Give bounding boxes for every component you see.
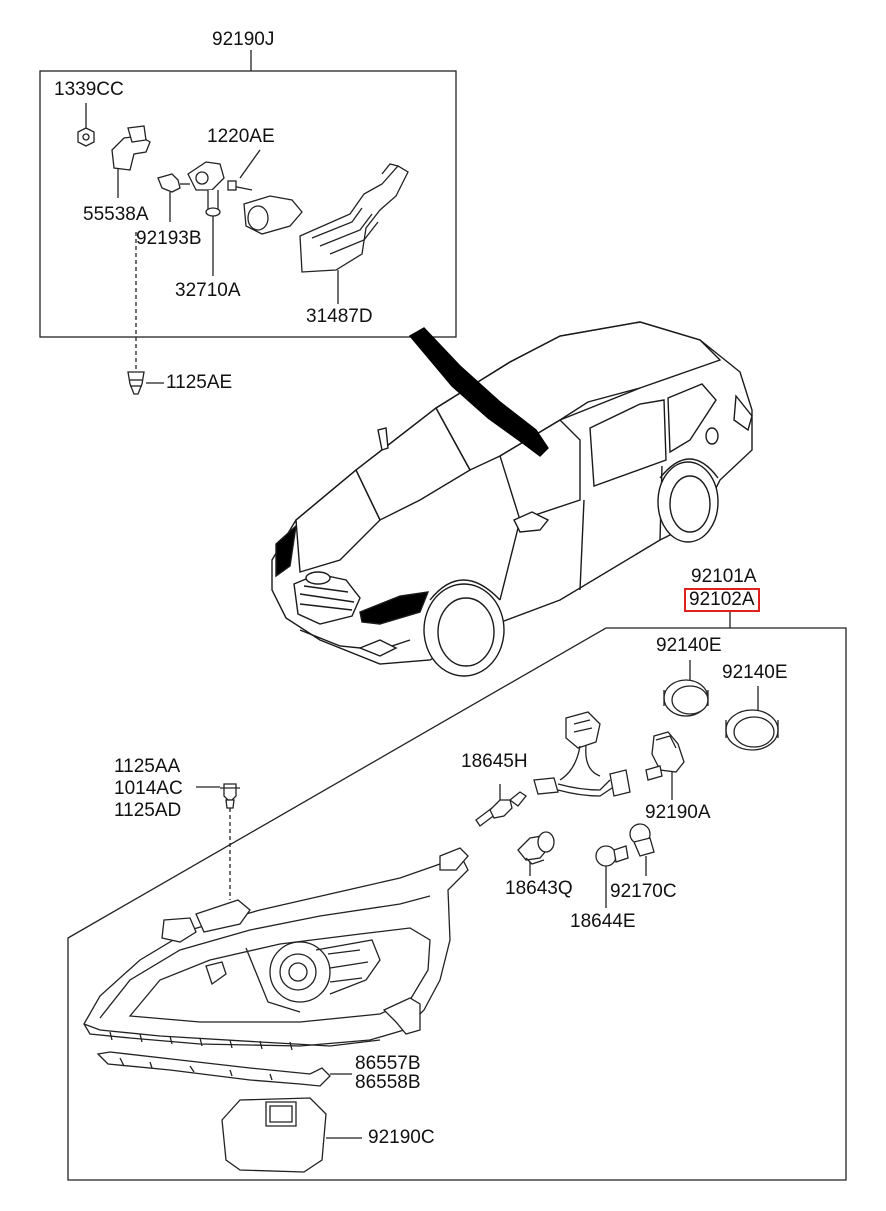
label-bulb-e: 18644E: [570, 911, 636, 932]
label-screw-bottom: 1125AE: [166, 372, 233, 393]
label-socket-c: 92170C: [610, 881, 677, 902]
upper-group-frame: [39, 70, 457, 338]
label-bolt-b: 1014AC: [114, 778, 183, 799]
car-illustration: [271, 321, 753, 677]
actuator-32710a-drawing: [187, 161, 225, 276]
label-cap-1: 92140E: [656, 635, 722, 656]
label-sensor: 31487D: [306, 306, 373, 327]
label-actuator: 32710A: [175, 280, 241, 301]
label-screw-top: 1220AE: [207, 126, 275, 147]
label-nut: 1339CC: [54, 79, 124, 100]
label-socket: 92190A: [645, 802, 711, 823]
label-assembly-92190j: 92190J: [212, 29, 275, 50]
label-trim-rh: 86558B: [355, 1072, 421, 1093]
headlamp-drawing: [83, 847, 469, 1051]
label-assembly-rh-highlighted[interactable]: 92102A: [684, 588, 760, 612]
cap-92140e-2-drawing: [725, 686, 779, 751]
label-bulb-h: 18645H: [461, 751, 528, 772]
cap-92140e-1-drawing: [663, 660, 709, 717]
label-trim-lh: 86557B: [355, 1053, 421, 1074]
ballast-92190c-drawing: [221, 1097, 362, 1173]
socket-92190a-drawing: [645, 731, 685, 800]
bulb-18644e-drawing: [595, 845, 629, 908]
screw-1220ae-drawing: [227, 149, 303, 235]
label-cap-2: 92140E: [722, 662, 788, 683]
bulb-18643q-drawing: [517, 831, 555, 876]
nut-1339cc-drawing: [77, 103, 95, 147]
label-bolt-a: 1125AA: [114, 756, 181, 777]
label-ballast: 92190C: [368, 1127, 435, 1148]
trim-86557b-drawing: [96, 1051, 352, 1087]
lower-group-frame: [67, 627, 847, 1181]
harness-drawing: [533, 711, 631, 797]
label-bolt-c: 1125AD: [114, 800, 182, 821]
socket-92170c-drawing: [629, 823, 655, 876]
label-bracket: 55538A: [83, 204, 149, 225]
label-bolt: 92193B: [136, 228, 202, 249]
bolt-92193b-drawing: [157, 173, 190, 222]
sensor-31487d-drawing: [299, 163, 409, 304]
bulb-18645h-drawing: [475, 784, 527, 827]
screw-1125ae-drawing: [127, 232, 164, 395]
label-bulb-q: 18643Q: [505, 878, 573, 899]
label-assembly-lh: 92101A: [691, 566, 757, 587]
bolt-1125aa-drawing: [196, 783, 240, 900]
bracket-55538a-drawing: [111, 125, 151, 198]
